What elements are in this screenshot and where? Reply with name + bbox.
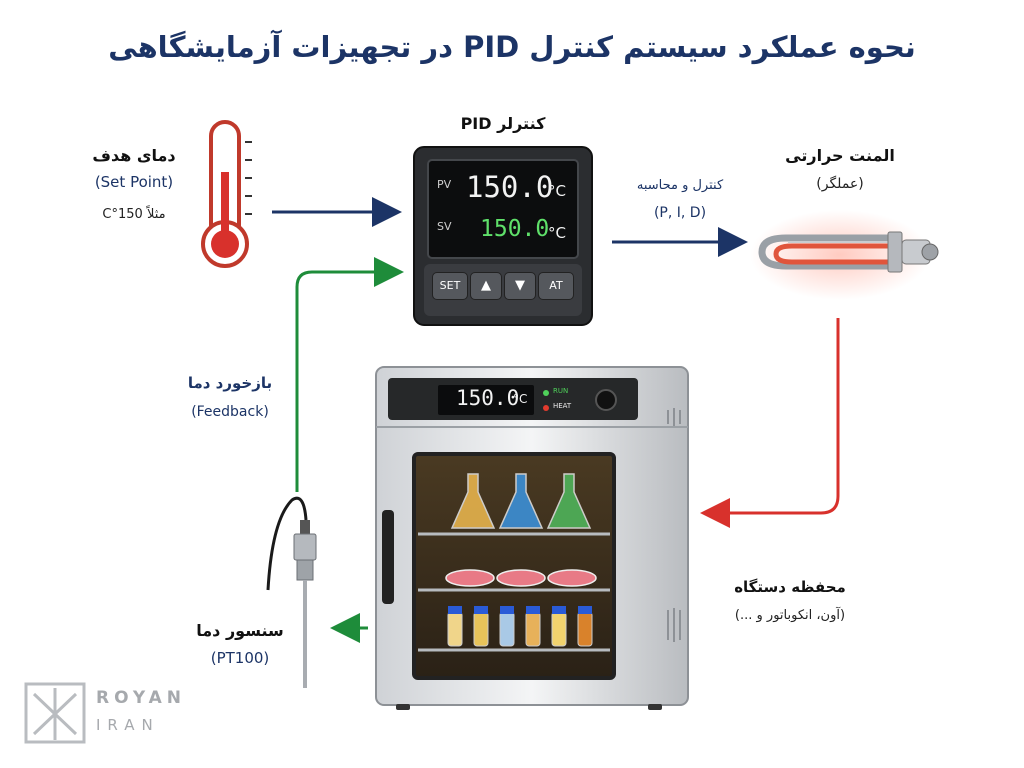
setpoint-sublabel: (Set Point) — [94, 173, 174, 191]
chamber-knob[interactable] — [596, 390, 616, 410]
control-calc-label: کنترل و محاسبه — [636, 178, 724, 193]
logo-line2: IRAN — [96, 716, 160, 734]
chamber-door-handle[interactable] — [380, 508, 398, 608]
heat-indicator-label: HEAT — [553, 402, 572, 410]
heater-sublabel: (عملگر) — [816, 176, 864, 192]
up-button[interactable]: ▲ — [470, 272, 502, 300]
pt100-sensor-icon — [266, 496, 317, 688]
sensor-label: سنسور دما — [196, 621, 284, 640]
sv-tag: SV — [437, 220, 452, 233]
sensor-sublabel: (PT100) — [210, 649, 270, 667]
chamber-display-value: 150.0 — [456, 386, 520, 410]
sv-value: 150.0 — [480, 216, 550, 242]
pv-value: 150.0 — [466, 170, 554, 204]
sv-unit: °C — [548, 224, 566, 242]
chamber-sublabel: (آون، انکوباتور و ...) — [734, 608, 846, 623]
chamber-display-unit: °C — [513, 392, 528, 406]
chamber-label: محفظه دستگاه — [734, 578, 846, 596]
run-indicator-label: RUN — [553, 387, 569, 395]
down-button[interactable]: ▼ — [504, 272, 536, 300]
autotune-button[interactable]: AT — [538, 272, 574, 300]
pv-tag: PV — [437, 178, 452, 191]
feedback-label: بازخورد دما — [187, 374, 273, 392]
set-button[interactable]: SET — [432, 272, 468, 300]
controller-label: کنترلر PID — [460, 114, 546, 133]
feedback-arrow — [295, 257, 404, 492]
logo-line1: ROYAN — [96, 688, 187, 708]
chamber-cabinet — [375, 366, 689, 710]
heater-label: المنت حرارتی — [785, 146, 895, 165]
control-calc-sublabel: (P, I, D) — [653, 205, 707, 221]
pv-unit: °C — [548, 182, 566, 200]
feedback-sublabel: (Feedback) — [191, 404, 269, 420]
setpoint-example: مثلاً 150°C — [102, 207, 166, 222]
page-title: نحوه عملکرد سیستم کنترل PID در تجهیزات آ… — [108, 30, 916, 64]
heating-element-icon — [750, 210, 939, 300]
heat-arrow — [700, 318, 840, 528]
thermometer-icon — [201, 120, 252, 268]
setpoint-label: دمای هدف — [92, 146, 176, 165]
royan-iran-logo — [24, 682, 86, 744]
